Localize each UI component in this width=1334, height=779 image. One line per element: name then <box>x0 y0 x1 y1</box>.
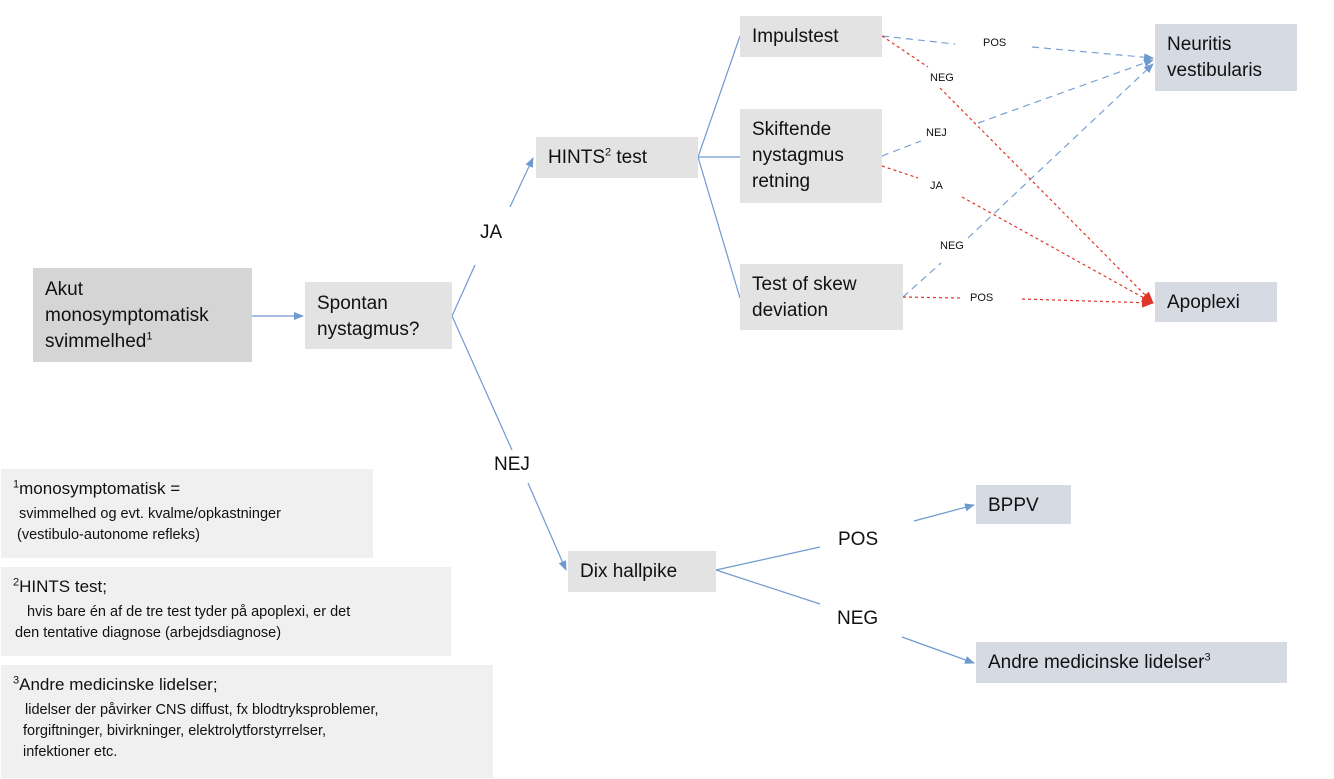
node-hints-after: test <box>611 147 648 168</box>
node-bppv: BPPV <box>976 485 1071 524</box>
edge-label-impulstest-pos: POS <box>983 37 1007 49</box>
edge-spontan-nej <box>451 315 513 451</box>
edge-skew-neg <box>902 262 942 298</box>
node-skiftende: Skiftende nystagmus retning <box>740 109 882 203</box>
edge-label-impulstest-neg: NEG <box>930 72 954 84</box>
edge-label-skiftende-nej: NEJ <box>926 127 947 139</box>
footnote-1-line2: (vestibulo-autonome refleks) <box>17 527 200 543</box>
edge-label-dix-neg: NEG <box>837 608 879 629</box>
footnote-ref-1: 1 <box>146 330 153 343</box>
footnote-2-title: 2HINTS test; <box>13 576 439 598</box>
footnote-ref-3: 3 <box>1204 651 1211 664</box>
node-skew-line1: Test of skew <box>752 274 857 295</box>
footnote-2: 2HINTS test; hvis bare én af de tre test… <box>1 567 451 656</box>
footnote-1-marker: 1 <box>13 478 20 491</box>
edge-label-skew-pos: POS <box>970 292 994 304</box>
edge-spontan-ja <box>451 264 476 317</box>
node-start-line2: monosymptomatisk <box>45 305 209 326</box>
node-dix-text: Dix hallpike <box>580 561 678 582</box>
footnote-2-marker: 2 <box>13 576 20 589</box>
footnote-1: 1monosymptomatisk = svimmelhed og evt. k… <box>1 469 373 558</box>
edge-label-nej: NEJ <box>494 454 530 475</box>
edge-hints-skew <box>697 156 741 299</box>
node-skiftende-line2: nystagmus <box>752 145 844 166</box>
node-start-text: svimmelhed <box>45 331 147 352</box>
node-impulstest-text: Impulstest <box>752 26 839 47</box>
edge-neg-andre <box>901 636 975 664</box>
edge-nej-neuritis <box>977 59 1154 124</box>
node-neuritis-line1: Neuritis <box>1167 34 1232 55</box>
node-andre-text: Andre medicinske lidelser <box>988 652 1205 673</box>
edge-label-ja: JA <box>480 222 503 243</box>
footnote-2-line2: den tentative diagnose (arbejdsdiagnose) <box>15 625 282 641</box>
node-skiftende-line3: retning <box>752 171 811 192</box>
node-spontan-line2: nystagmus? <box>317 319 420 340</box>
footnote-1-title-text: monosymptomatisk = <box>19 479 181 498</box>
footnote-2-title-text: HINTS test; <box>19 577 107 596</box>
footnote-3-title-text: Andre medicinske lidelser; <box>19 675 218 694</box>
node-impulstest: Impulstest <box>740 16 882 57</box>
edge-dix-neg <box>715 569 821 605</box>
edge-impulstest-pos <box>881 35 956 45</box>
edge-neg-apoplexi <box>939 87 1154 304</box>
edge-skiftende-nej <box>881 140 922 157</box>
node-andre-lidelser: Andre medicinske lidelser3 <box>976 642 1287 683</box>
edge-label-skiftende-ja: JA <box>930 180 943 192</box>
node-skew-line2: deviation <box>752 300 829 321</box>
node-apoplexi-text: Apoplexi <box>1167 292 1240 313</box>
edge-label-skew-neg: NEG <box>940 240 964 252</box>
edge-pos-apoplexi <box>1021 297 1154 308</box>
footnote-2-line1: hvis bare én af de tre test tyder på apo… <box>27 604 351 620</box>
node-start: Akut monosymptomatisk svimmelhed1 <box>33 268 252 362</box>
node-start-line1: Akut <box>45 279 84 300</box>
edge-ja-apoplexi <box>961 196 1154 304</box>
node-skew-deviation: Test of skew deviation <box>740 264 903 330</box>
footnote-3-line3: infektioner etc. <box>23 744 118 760</box>
footnote-1-line1: svimmelhed og evt. kvalme/opkastninger <box>19 506 281 522</box>
node-bppv-text: BPPV <box>988 495 1039 516</box>
node-spontan-line1: Spontan <box>317 293 388 314</box>
edge-dix-pos <box>715 546 821 571</box>
footnote-3-title: 3Andre medicinske lidelser; <box>13 674 481 696</box>
footnote-3: 3Andre medicinske lidelser; lidelser der… <box>1 665 493 778</box>
edge-hints-impulstest <box>697 35 741 158</box>
node-apoplexi: Apoplexi <box>1155 282 1277 322</box>
footnote-3-marker: 3 <box>13 674 20 687</box>
edge-skiftende-ja <box>881 165 919 179</box>
edge-pos-neuritis <box>1031 46 1154 62</box>
node-neuritis-vestibularis: Neuritis vestibularis <box>1155 24 1297 91</box>
node-spontan-nystagmus: Spontan nystagmus? <box>305 282 452 349</box>
edge-label-dix-pos: POS <box>838 529 879 550</box>
footnote-1-title: 1monosymptomatisk = <box>13 478 361 500</box>
node-neuritis-line2: vestibularis <box>1167 60 1263 81</box>
edge-neg-neuritis <box>967 63 1154 239</box>
edge-ja-hints <box>509 157 534 208</box>
node-hints-test: HINTS2 test <box>536 137 698 178</box>
footnote-3-line1: lidelser der påvirker CNS diffust, fx bl… <box>25 702 379 718</box>
footnote-ref-2: 2 <box>605 146 612 159</box>
node-start-line3: svimmelhed1 <box>45 329 240 355</box>
footnote-3-line2: forgiftninger, bivirkninger, elektrolytf… <box>23 723 327 739</box>
node-hints-text: HINTS <box>548 147 605 168</box>
edge-pos-bppv <box>913 503 975 522</box>
edge-skew-pos <box>902 296 961 299</box>
edge-nej-dix <box>527 482 567 571</box>
node-skiftende-line1: Skiftende <box>752 119 832 140</box>
node-dix-hallpike: Dix hallpike <box>568 551 716 592</box>
